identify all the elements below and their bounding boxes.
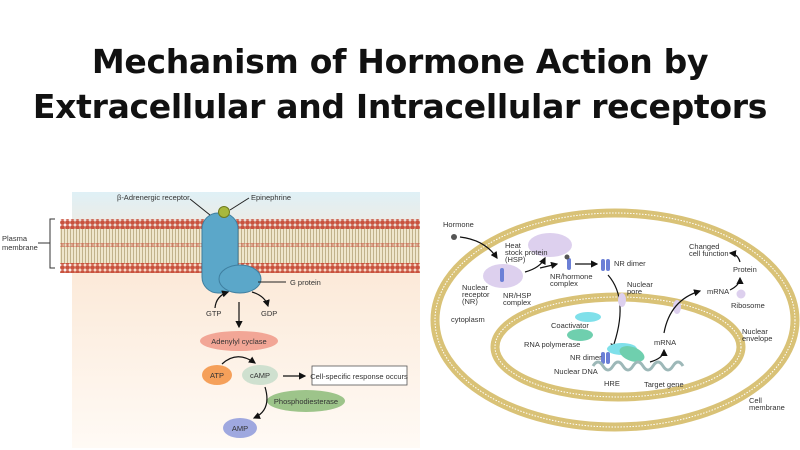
- nuclear-pore-label-2: pore: [627, 287, 642, 296]
- nr-hsp-label-2: complex: [503, 298, 531, 307]
- gtp-label: GTP: [206, 309, 221, 318]
- membrane-bracket: [38, 218, 55, 269]
- adenylyl-cyclase-label: Adenylyl cyclase: [211, 337, 266, 346]
- atp-label: ATP: [210, 371, 224, 380]
- nr-dimer-top: [601, 259, 605, 271]
- nr-dimer-bottom: [601, 352, 605, 364]
- plasma-membrane-label-1: Plasma: [2, 234, 28, 243]
- target-gene-label: Target gene: [644, 380, 684, 389]
- ribosome: [736, 289, 746, 299]
- cell-membrane-label-2: membrane: [749, 403, 785, 412]
- nuclear-pore-label-1: Nuclear: [627, 280, 653, 289]
- nuclear-dna: [591, 360, 685, 372]
- cell-membrane-label-1: Cell: [749, 396, 762, 405]
- mrna-nucleus-label: mRNA: [654, 338, 676, 347]
- phosphodiesterase: [267, 390, 345, 412]
- heat-shock-protein: [528, 233, 572, 257]
- epinephrine: [218, 206, 230, 218]
- extracellular-receptor-diagram: Plasma membrane β-Adrenergic receptor Ep…: [2, 192, 420, 448]
- hsp-label-2: stock protein: [505, 248, 548, 257]
- title-line-2: Extracellular and Intracellular receptor…: [32, 87, 768, 126]
- nr-label-3: (NR): [462, 297, 478, 306]
- coactivator: [575, 312, 601, 322]
- nuclear-receptor: [500, 268, 504, 282]
- changed-label-1: Changed: [689, 242, 719, 251]
- ribosome-label: Ribosome: [731, 301, 765, 310]
- response-box: [311, 365, 408, 386]
- cytoplasm-label: cytoplasm: [451, 315, 485, 324]
- g-protein: [218, 264, 262, 294]
- nr-hsp-label-1: NR/HSP: [503, 291, 531, 300]
- response-label: Cell-specific response occurs: [310, 372, 408, 381]
- coactivator-label: Coactivator: [551, 321, 589, 330]
- nr-label-2: receptor: [462, 290, 490, 299]
- nr-label-1: Nuclear: [462, 283, 488, 292]
- camp: [242, 365, 278, 385]
- nr-hormone-complex: [567, 258, 571, 270]
- adenylyl-cyclase: [200, 331, 278, 351]
- nuclear-dna-label: Nuclear DNA: [554, 367, 598, 376]
- receptor-label: β-Adrenergic receptor: [117, 193, 190, 202]
- gdp-label: GDP: [261, 309, 277, 318]
- phosphodiesterase-label: Phosphodiesterase: [274, 397, 338, 406]
- amp-label: AMP: [232, 424, 248, 433]
- title-line-1: Mechanism of Hormone Action by: [91, 42, 709, 81]
- amp: [223, 418, 257, 438]
- hormone-label: Hormone: [443, 220, 474, 229]
- nr-hormone-label-2: complex: [550, 279, 578, 288]
- rna-polymerase-label: RNA polymerase: [524, 340, 580, 349]
- hre-label: HRE: [604, 379, 620, 388]
- protein-label: Protein: [733, 265, 757, 274]
- atp: [202, 365, 232, 385]
- epinephrine-label: Epinephrine: [251, 193, 291, 202]
- nr-hormone-label-1: NR/hormone: [550, 272, 593, 281]
- changed-label-2: cell function: [689, 249, 729, 258]
- nuclear-pore: [618, 293, 626, 307]
- nuclear-envelope-label-2: envelope: [742, 334, 772, 343]
- camp-label: cAMP: [250, 371, 270, 380]
- hormone-molecule: [451, 234, 457, 240]
- rna-polymerase: [567, 329, 593, 341]
- g-protein-label: G protein: [290, 278, 321, 287]
- nr-dimer-top-label: NR dimer: [614, 259, 646, 268]
- hsp-label-3: (HSP): [505, 255, 526, 264]
- hsp-label-1: Heat: [505, 241, 522, 250]
- nuclear-envelope-label-1: Nuclear: [742, 327, 768, 336]
- plasma-membrane-label-2: membrane: [2, 243, 38, 252]
- mrna-cytoplasm-label: mRNA: [707, 287, 729, 296]
- nr-dimer-bottom-label: NR dimer: [570, 353, 602, 362]
- intracellular-receptor-diagram: Hormone Heat stock protein (HSP) Nuclear…: [430, 208, 800, 432]
